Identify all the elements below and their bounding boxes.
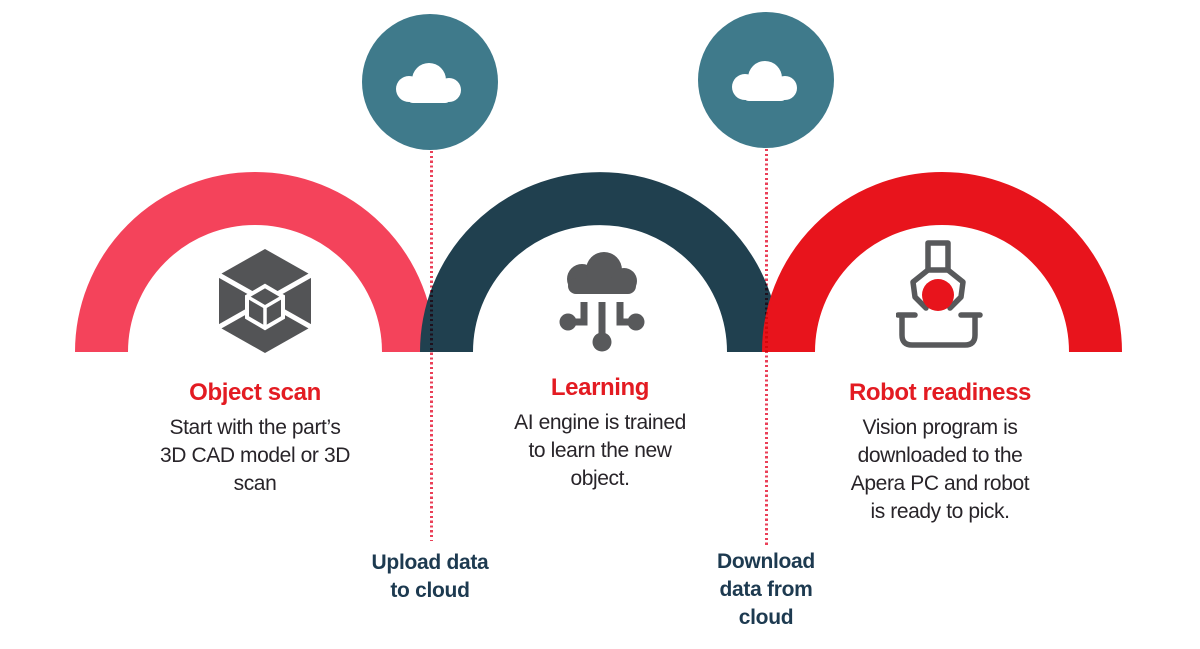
cloud-icon (732, 61, 797, 101)
arc-learning (420, 172, 780, 353)
gripper-ball (922, 279, 954, 311)
step-body: Start with the part’s 3D CAD model or 3D… (159, 416, 351, 495)
step-title: Robot readiness (848, 379, 1032, 406)
step-learning: Learning AI engine is trained to learn t… (460, 374, 740, 493)
download-label: Download data from cloud (717, 550, 815, 629)
upload-label: Upload data to cloud (371, 551, 489, 602)
step-body: AI engine is trained to learn the new ob… (514, 411, 686, 490)
3d-scan-cube-icon (219, 249, 311, 353)
upload-cloud-badge (362, 14, 498, 150)
step-robot-readiness: Robot readiness Vision program is downlo… (800, 379, 1080, 526)
upload-connector-line (430, 151, 433, 541)
robot-gripper-icon (896, 240, 983, 348)
cloud-network-icon (559, 252, 645, 352)
step-title: Learning (550, 374, 650, 401)
arc-robot-readiness (762, 172, 1122, 353)
step-title: Object scan (189, 379, 321, 406)
arc-object-scan (75, 172, 435, 353)
download-connector-line (765, 149, 768, 545)
cloud-icon (396, 63, 461, 103)
step-object-scan: Object scan Start with the part’s 3D CAD… (115, 379, 395, 498)
download-cloud-badge (698, 12, 834, 148)
step-body: Vision program is downloaded to the Aper… (850, 416, 1030, 523)
